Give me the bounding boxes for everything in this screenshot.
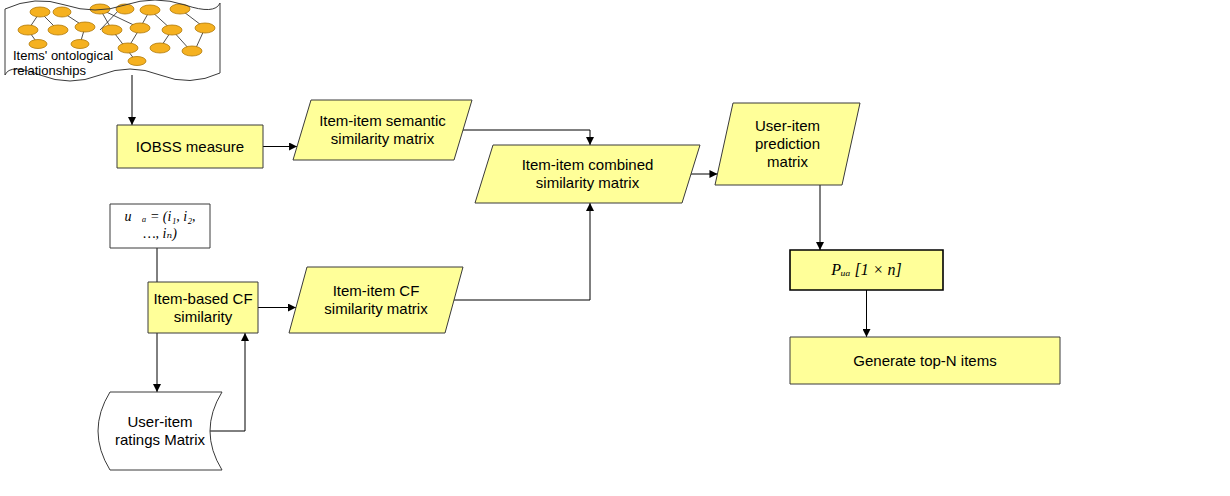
flow-arrow (210, 333, 245, 431)
flow-arrow (258, 307, 296, 308)
text-block: u⃗ₐ = (i₁, i₂, …, iₙ) (115, 209, 205, 243)
text-block: IOBSS measure (136, 138, 244, 156)
node-label: Items' ontological relationships (13, 48, 125, 79)
text-block: Pᵤₐ [1 × n] (831, 260, 901, 279)
shape-outline (475, 145, 700, 203)
data-parallelogram: User-item prediction matrix (715, 103, 860, 185)
shape-outline (790, 250, 943, 290)
node-label: Item-item CF similarity matrix (311, 282, 441, 318)
shape-outline (5, 0, 220, 81)
shape-outline (148, 282, 258, 333)
node-label: Generate top-N items (853, 352, 996, 370)
shape-outline (98, 392, 222, 470)
text-block: Item-based CF similarity (153, 290, 253, 326)
flow-arrow (263, 146, 297, 147)
stored-data-shape: User-item ratings Matrix (98, 392, 222, 470)
text-block: Item-item combined similarity matrix (508, 156, 668, 192)
shape-outline (110, 204, 210, 248)
node-label: Item-item semantic similarity matrix (315, 112, 450, 148)
node-label: User-item prediction matrix (740, 117, 835, 171)
node-label: u⃗ₐ = (i₁, i₂, …, iₙ) (115, 209, 205, 243)
text-block: User-item prediction matrix (740, 117, 835, 171)
shape-outline (289, 267, 463, 333)
process-box: Generate top-N items (790, 337, 1060, 384)
node-label: User-item ratings Matrix (114, 413, 206, 449)
node-label: Item-based CF similarity (153, 290, 253, 326)
flow-arrow (866, 290, 867, 337)
flow-arrow (463, 130, 590, 145)
text-block: Items' ontological relationships (13, 48, 125, 79)
flow-arrow (691, 174, 717, 175)
text-block: Item-item CF similarity matrix (311, 282, 441, 318)
data-parallelogram: Item-item CF similarity matrix (289, 267, 463, 333)
flow-arrow (820, 185, 821, 250)
process-box: IOBSS measure (117, 125, 263, 168)
input-vector-box: u⃗ₐ = (i₁, i₂, …, iₙ) (110, 204, 210, 248)
node-label: Pᵤₐ [1 × n] (831, 260, 901, 279)
vector-box: Pᵤₐ [1 × n] (790, 250, 943, 290)
data-parallelogram: Item-item semantic similarity matrix (293, 100, 472, 160)
flow-arrow (132, 75, 133, 125)
node-label: IOBSS measure (136, 138, 244, 156)
shape-outline (790, 337, 1060, 384)
data-parallelogram: Item-item combined similarity matrix (475, 145, 700, 203)
flow-arrow (454, 203, 590, 300)
shape-outline (715, 103, 860, 185)
shape-outline (117, 125, 263, 168)
data-source-tape: Items' ontological relationships (5, 0, 220, 83)
text-block: Item-item semantic similarity matrix (315, 112, 450, 148)
shape-outline (293, 100, 472, 160)
process-box: Item-based CF similarity (148, 282, 258, 333)
text-block: Generate top-N items (853, 352, 996, 370)
node-label: Item-item combined similarity matrix (508, 156, 668, 192)
text-block: User-item ratings Matrix (114, 413, 206, 449)
